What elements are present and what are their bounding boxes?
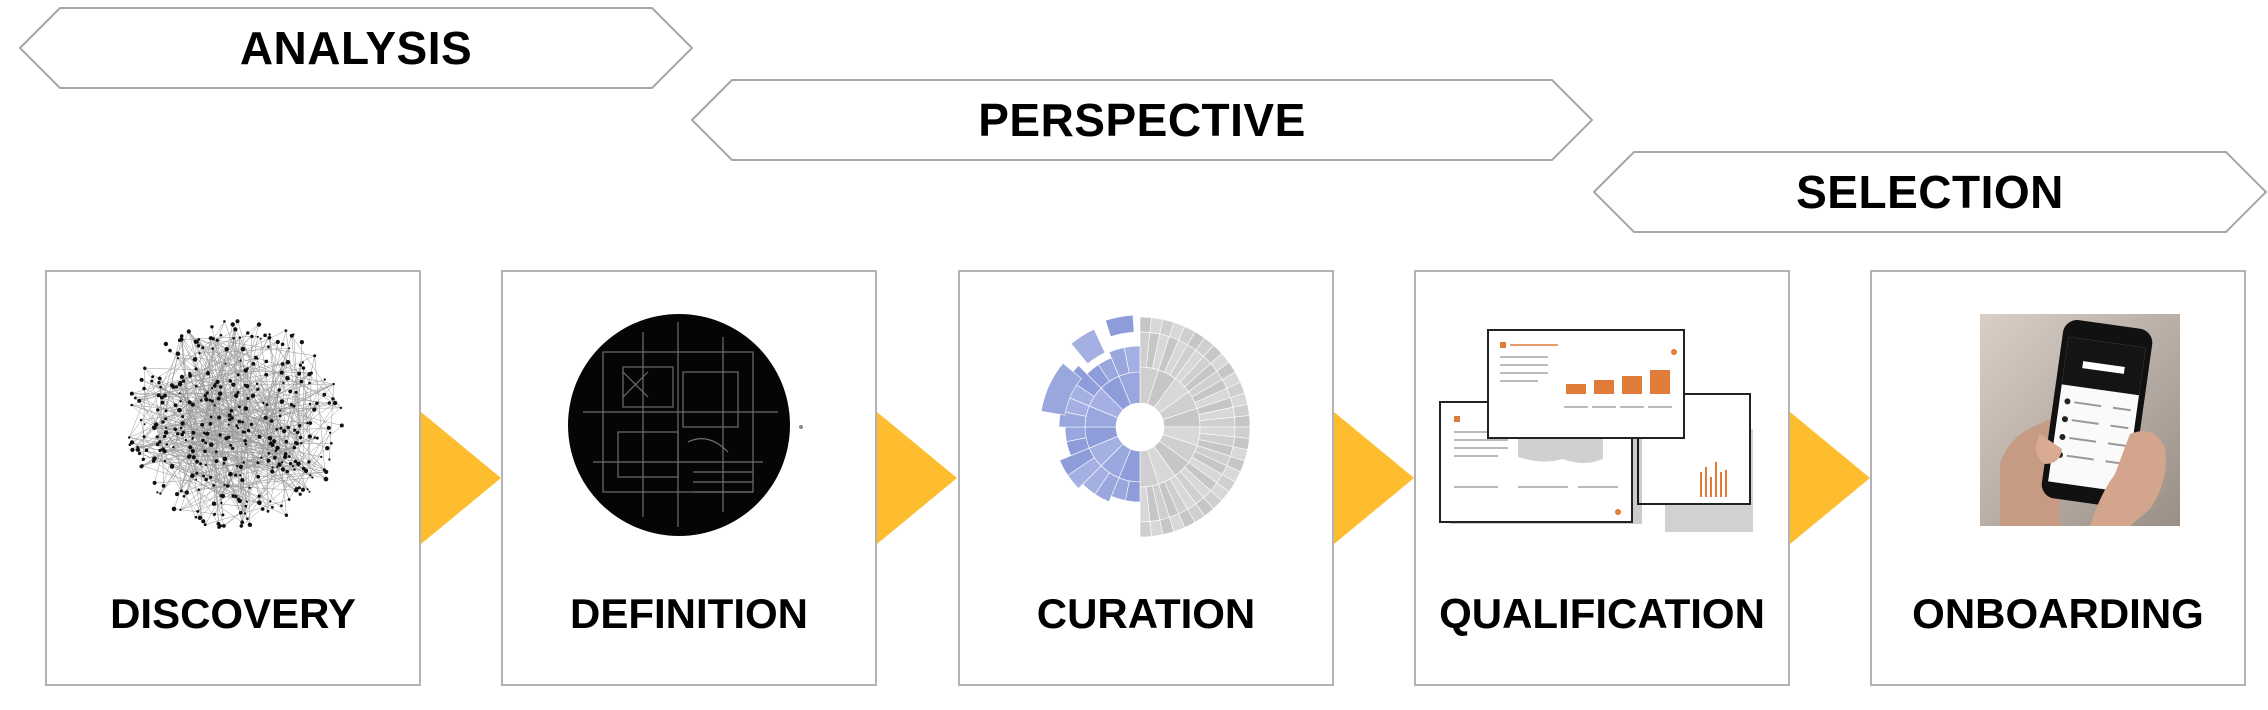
banner-shape bbox=[1592, 151, 2268, 233]
blueprint-circle-icon bbox=[568, 314, 803, 536]
phase-banner-perspective: PERSPECTIVE bbox=[690, 78, 1594, 162]
phase-label: PERSPECTIVE bbox=[978, 94, 1306, 146]
arrow-curation-to-qualification-icon bbox=[1334, 412, 1414, 544]
stage-card-discovery: DISCOVERY bbox=[45, 270, 421, 686]
banner-shape bbox=[18, 7, 694, 89]
arrow-discovery-to-definition-icon bbox=[421, 412, 501, 544]
stage-label: CURATION bbox=[1036, 590, 1256, 637]
stage-card-curation: CURATION bbox=[958, 270, 1334, 686]
arrow-definition-to-curation-icon bbox=[877, 412, 957, 544]
stage-card-qualification: QUALIFICATION bbox=[1414, 270, 1790, 686]
network-graph-icon bbox=[128, 319, 344, 529]
phase-banner-selection: SELECTION bbox=[1592, 150, 2268, 234]
mobile-app-phone-icon bbox=[1980, 314, 2180, 526]
sunburst-chart-icon bbox=[1040, 314, 1251, 538]
phase-label: SELECTION bbox=[1796, 166, 2064, 218]
stage-label: QUALIFICATION bbox=[1439, 590, 1765, 637]
stage-card-onboarding: ONBOARDING bbox=[1870, 270, 2246, 686]
stage-label: ONBOARDING bbox=[1912, 590, 2204, 637]
stage-label: DEFINITION bbox=[570, 590, 808, 637]
stage-label: DISCOVERY bbox=[110, 590, 356, 637]
banner-shape bbox=[690, 79, 1594, 161]
stage-card-definition: DEFINITION bbox=[501, 270, 877, 686]
arrow-qualification-to-onboarding-icon bbox=[1790, 412, 1870, 544]
phase-label: ANALYSIS bbox=[239, 22, 473, 74]
report-documents-icon bbox=[1439, 329, 1753, 532]
phase-banner-analysis: ANALYSIS bbox=[18, 6, 694, 90]
